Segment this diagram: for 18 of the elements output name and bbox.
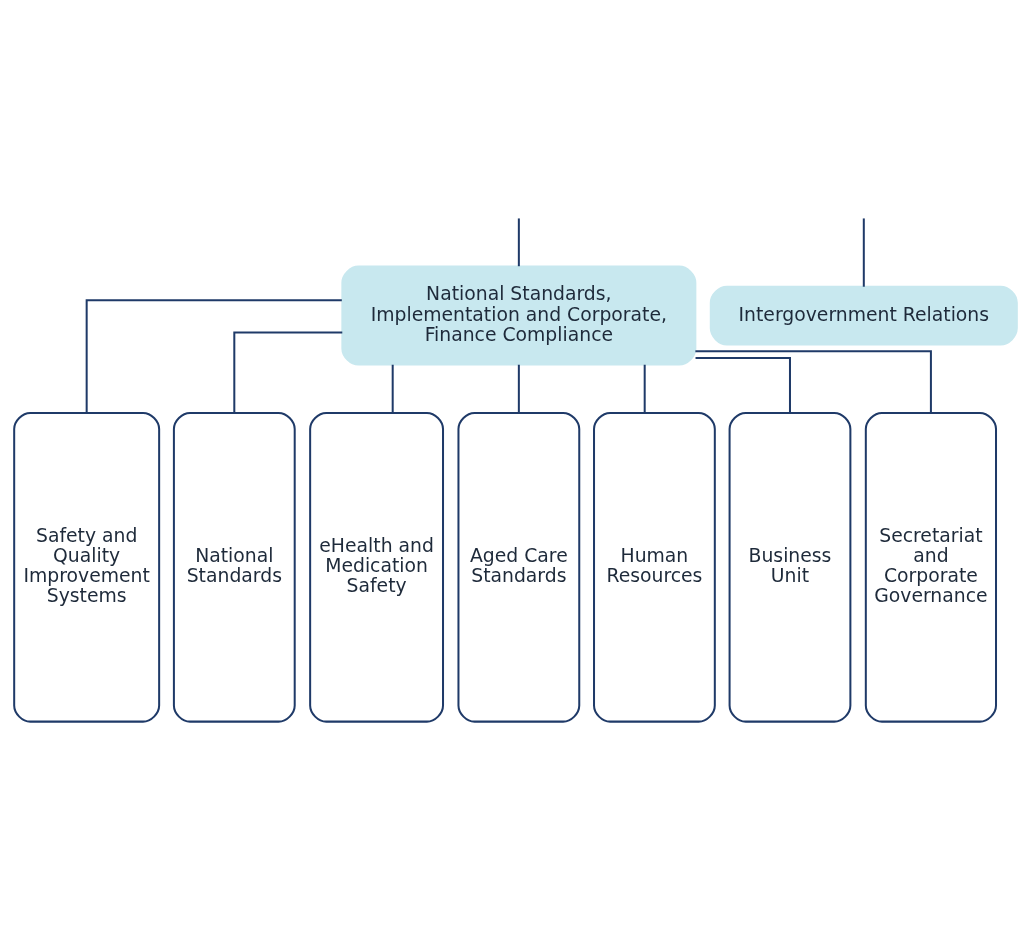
node-box: Safety and Quality Improvement Systems bbox=[13, 411, 161, 723]
connector bbox=[517, 364, 520, 413]
connector bbox=[695, 349, 932, 413]
connector bbox=[695, 356, 791, 413]
connector bbox=[643, 364, 646, 413]
node-box: Intergovernment Relations bbox=[709, 285, 1018, 345]
node-box: Aged Care Standards bbox=[457, 411, 581, 723]
connector bbox=[517, 217, 520, 266]
connector bbox=[233, 330, 343, 413]
node-box: National Standards, Implementation and Corporate, Finance Compliance bbox=[341, 265, 697, 366]
connector bbox=[862, 217, 865, 287]
node-box: National Standards bbox=[172, 411, 296, 723]
node-box: Human Resources bbox=[593, 411, 716, 723]
connector bbox=[391, 364, 394, 413]
node-box: eHealth and Medication Safety bbox=[309, 411, 445, 723]
node-box: Business Unit bbox=[728, 411, 852, 723]
connector bbox=[85, 298, 342, 413]
node-box: Secretariat and Corporate Governance bbox=[864, 411, 997, 723]
